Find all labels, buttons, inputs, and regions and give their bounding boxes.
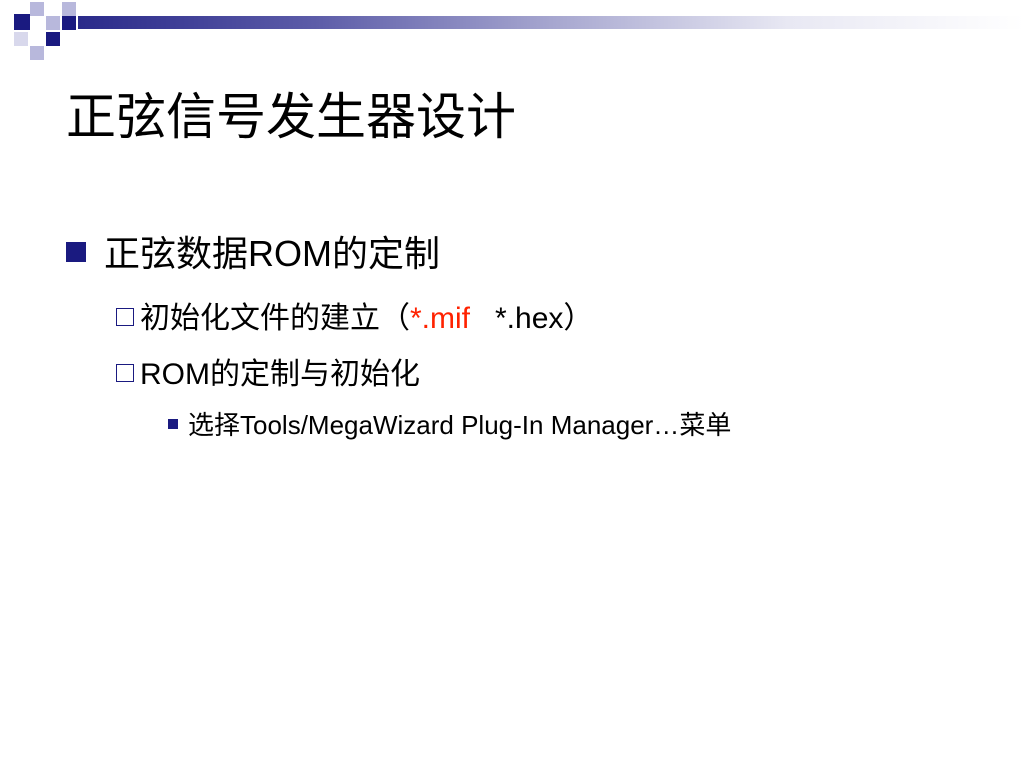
bullet-rom-latin: ROM: [140, 358, 210, 391]
header-gradient-bar: [78, 16, 1024, 29]
header-decoration-square: [14, 32, 28, 46]
bullet-level2-init-file: 初始化文件的建立（*.mif *.hex）: [116, 304, 593, 334]
bullet-level2-rom-custom: ROM的定制与初始化: [116, 360, 420, 390]
filled-square-bullet-icon: [66, 242, 86, 263]
bullet-mif-extension: *.mif: [410, 302, 470, 335]
small-filled-square-bullet-icon: [168, 419, 178, 430]
bullet-hex-extension: *.hex: [470, 302, 564, 335]
bullet-menu-prefix: 选择: [188, 411, 241, 441]
bullet-level3-menu: 选择Tools/MegaWizard Plug-In Manager…菜单: [168, 412, 731, 439]
header-decoration-square: [30, 2, 44, 16]
header-decoration-square: [46, 32, 60, 46]
header-decoration-square: [14, 14, 30, 30]
bullet-init-file-suffix: ）: [563, 301, 594, 336]
bullet-level1: 正弦数据ROM的定制: [66, 236, 440, 273]
header-decoration-square: [62, 16, 76, 30]
bullet-level1-suffix: 的定制: [332, 234, 441, 275]
bullet-menu-suffix: 菜单: [679, 411, 732, 441]
hollow-square-bullet-icon: [116, 308, 134, 327]
bullet-level1-prefix: 正弦数据: [104, 234, 249, 275]
slide-title: 正弦信号发生器设计: [66, 88, 516, 146]
bullet-init-file-prefix: 初始化文件的建立（: [140, 301, 410, 336]
bullet-rom-suffix: 的定制与初始化: [210, 357, 420, 392]
hollow-square-bullet-icon: [116, 364, 134, 383]
bullet-level1-latin: ROM: [248, 233, 333, 274]
header-decoration-square: [62, 2, 76, 16]
header-decoration-square: [46, 16, 60, 30]
header-decoration-square: [30, 46, 44, 60]
bullet-menu-path: Tools/MegaWizard Plug-In Manager…: [240, 410, 680, 440]
